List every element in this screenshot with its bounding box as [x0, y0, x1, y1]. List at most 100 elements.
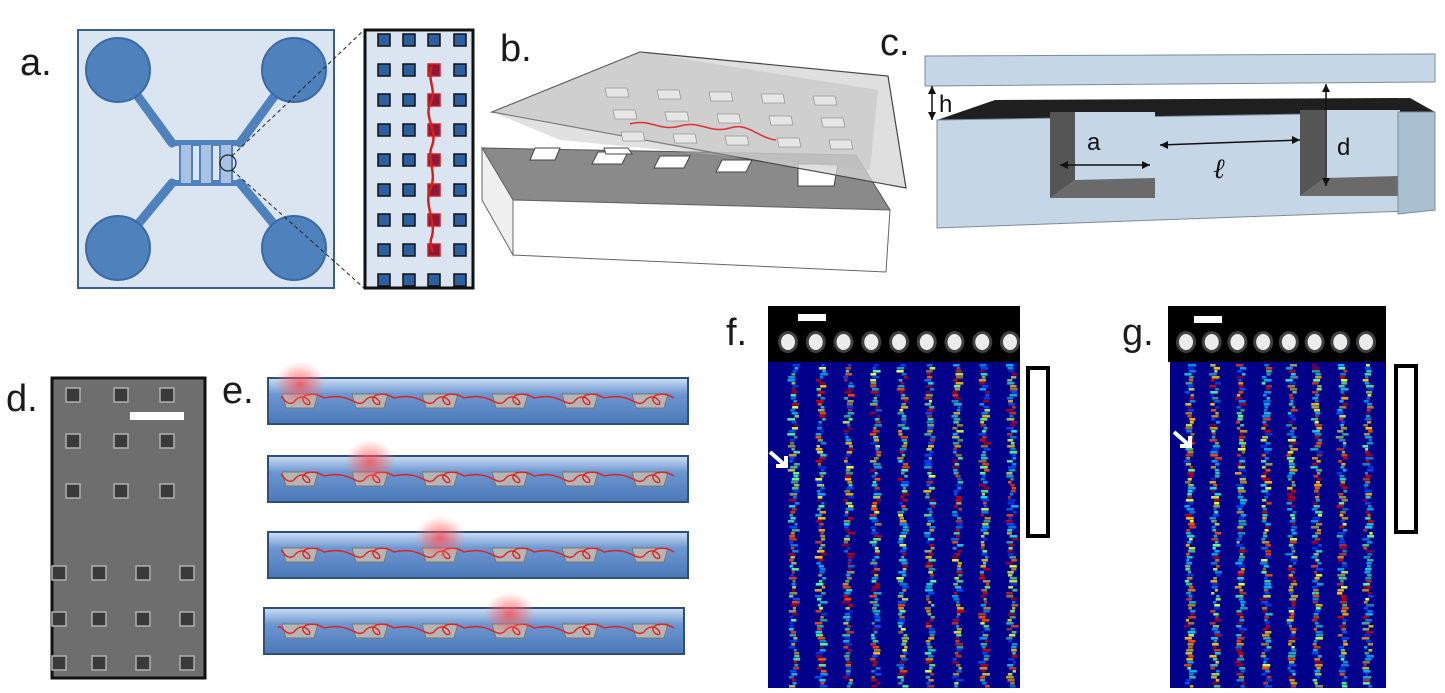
kymo-pixel — [901, 598, 909, 601]
kymo-pixel — [1208, 373, 1217, 376]
kymo-pixel — [791, 478, 800, 481]
kymo-pixel — [1187, 589, 1196, 592]
kymo-pixel — [926, 583, 933, 586]
kymo-pixel — [1341, 565, 1348, 568]
kymo-pixel — [1340, 586, 1348, 589]
kymo-pixel — [791, 583, 796, 586]
kymo-pixel — [1211, 676, 1217, 679]
kymo-pixel — [1011, 646, 1017, 649]
kymo-pixel — [871, 484, 878, 487]
kymo-pixel — [1317, 562, 1322, 565]
kymo-pixel — [1187, 622, 1195, 625]
kymo-pixel — [844, 457, 848, 460]
kymo-pixel — [1316, 442, 1322, 445]
kymo-pixel — [925, 412, 933, 415]
kymo-pixel — [791, 487, 799, 490]
kymo-pixel — [1287, 487, 1293, 490]
kymo-pixel — [1214, 541, 1219, 544]
kymo-pixel — [871, 634, 875, 637]
kymo-pixel — [1364, 484, 1369, 487]
kymo-pixel — [844, 490, 851, 493]
kymo-pixel — [1236, 364, 1244, 367]
kymo-pixel — [1339, 553, 1347, 556]
kymo-pixel — [1337, 409, 1343, 412]
bead — [1003, 334, 1017, 350]
kymo-pixel — [1264, 592, 1270, 595]
kymo-pixel — [924, 454, 932, 457]
nanopit — [51, 655, 67, 671]
kymo-pixel — [956, 580, 964, 583]
panel-label-f: f. — [726, 312, 748, 354]
kymo-pixel — [1289, 430, 1295, 433]
kymo-pixel — [1213, 640, 1217, 643]
kymo-pixel — [820, 673, 828, 676]
kymo-pixel — [871, 532, 879, 535]
kymo-pixel — [873, 652, 881, 655]
kymo-pixel — [1362, 667, 1370, 670]
kymo-pixel — [790, 409, 795, 412]
kymo-pixel — [1187, 502, 1194, 505]
kymo-pixel — [1009, 412, 1017, 415]
kymo-pixel — [1288, 610, 1295, 613]
kymo-pixel — [1336, 472, 1343, 475]
nanopit — [820, 117, 846, 128]
kymo-pixel — [1364, 571, 1371, 574]
kymo-pixel — [1341, 394, 1346, 397]
kymo-pixel — [1236, 658, 1245, 661]
kymo-pixel — [1009, 535, 1018, 538]
kymo-pixel — [1210, 451, 1218, 454]
kymo-pixel — [1315, 604, 1323, 607]
kymo-pixel — [1187, 631, 1196, 634]
kymo-pixel — [1212, 397, 1219, 400]
kymo-pixel — [818, 559, 823, 562]
kymo-pixel — [1008, 403, 1016, 406]
kymo-pixel — [952, 514, 958, 517]
kymo-pixel — [902, 427, 910, 430]
kymo-pixel — [1311, 541, 1318, 544]
kymo-pixel — [952, 541, 959, 544]
kymo-pixel — [1266, 502, 1272, 505]
kymo-pixel — [872, 661, 878, 664]
kymo-pixel — [791, 601, 800, 604]
kymo-pixel — [875, 553, 880, 556]
pit — [561, 393, 599, 409]
kymo-pixel — [847, 481, 853, 484]
kymo-pixel — [1343, 490, 1347, 493]
kymo-pixel — [1288, 421, 1293, 424]
kymo-pixel — [1260, 445, 1268, 448]
kymo-pixel — [1314, 484, 1322, 487]
kymo-pixel — [1362, 682, 1370, 685]
kymo-pixel — [847, 400, 854, 403]
kymo-pixel — [1186, 583, 1193, 586]
dna-strand — [277, 623, 675, 636]
kymo-pixel — [927, 418, 934, 421]
kymo-pixel — [1189, 685, 1194, 688]
nanopit — [377, 183, 391, 197]
kymo-pixel — [1210, 478, 1216, 481]
kymo-pixel — [983, 442, 992, 445]
kymo-pixel — [820, 682, 825, 685]
kymo-pixel — [817, 517, 826, 520]
bead — [808, 334, 823, 350]
kymo-pixel — [819, 601, 828, 604]
kymo-pixel — [820, 544, 826, 547]
kymo-pixel — [1009, 451, 1018, 454]
kymo-pixel — [1316, 427, 1322, 430]
kymo-pixel — [1336, 592, 1343, 595]
kymo-pixel — [787, 433, 796, 436]
kymo-pixel — [1011, 568, 1017, 571]
kymo-pixel — [928, 469, 932, 472]
kymo-pixel — [1012, 454, 1017, 457]
kymo-pixel — [818, 664, 826, 667]
kymo-pixel — [896, 367, 905, 370]
kymo-pixel — [1289, 370, 1296, 373]
kymo-pixel — [953, 418, 961, 421]
kymo-pixel — [817, 499, 821, 502]
kymo-pixel — [1213, 613, 1219, 616]
kymo-pixel — [1339, 538, 1344, 541]
kymo-pixel — [979, 370, 985, 373]
kymo-pixel — [1239, 478, 1246, 481]
kymo-pixel — [843, 514, 848, 517]
kymo-pixel — [1263, 535, 1268, 538]
kymo-pixel — [900, 472, 905, 475]
